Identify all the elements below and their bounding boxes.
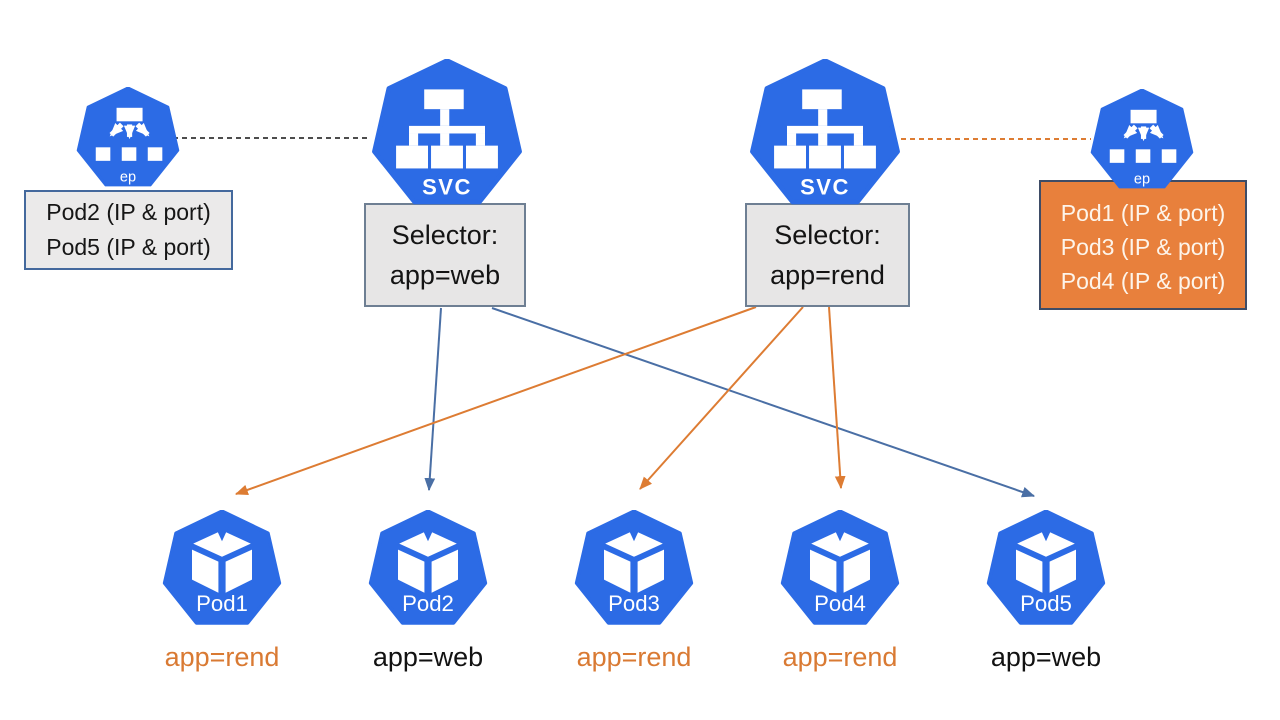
arrow-svcrend-to-pod3 (639, 306, 804, 490)
endpoint-entry: Pod4 (IP & port) (1060, 268, 1226, 294)
endpoints-list-right: Pod1 (IP & port) Pod3 (IP & port) Pod4 (… (1039, 180, 1247, 310)
pod-name: Pod3 (608, 591, 660, 616)
endpoints-label: ep (1134, 172, 1150, 188)
pod-hexagon-3: Pod3 (574, 510, 694, 625)
pod1-app-label: app=rend (164, 642, 280, 672)
endpoint-entry: Pod5 (IP & port) (46, 234, 211, 260)
endpoints-icon (1109, 109, 1177, 163)
pod-hexagon-1: Pod1 (162, 510, 282, 625)
pod4-app-label: app=rend (782, 642, 898, 672)
pod-hexagon-5: Pod5 (986, 510, 1106, 625)
service-label: SVC (422, 174, 472, 199)
selector-box-web: Selector: app=web (364, 203, 526, 307)
service-tree-icon (774, 89, 876, 169)
service-hexagon-web: SVC (372, 59, 522, 205)
selector-title: Selector: (391, 220, 499, 250)
service-hexagon-rend: SVC (750, 59, 900, 205)
endpoints-hexagon-left: ep (76, 87, 180, 187)
pod-name: Pod2 (402, 591, 454, 616)
pod-name: Pod5 (1020, 591, 1072, 616)
selector-value: app=web (389, 260, 501, 290)
pod2-app-label: app=web (372, 642, 484, 672)
endpoints-label: ep (120, 170, 136, 186)
endpoint-entry: Pod1 (IP & port) (1060, 200, 1226, 226)
arrow-svcweb-to-pod5 (491, 307, 1036, 498)
service-tree-icon (396, 89, 498, 169)
arrow-svcweb-to-pod2 (424, 307, 442, 492)
endpoints-icon (95, 107, 163, 161)
pod-name: Pod4 (814, 591, 866, 616)
selector-title: Selector: (774, 220, 881, 250)
pod-hexagon-2: Pod2 (368, 510, 488, 625)
endpoint-entry: Pod2 (IP & port) (46, 199, 211, 225)
pod3-app-label: app=rend (576, 642, 692, 672)
arrow-svcrend-to-pod1 (234, 306, 757, 496)
arrow-svcrend-to-pod4 (828, 306, 846, 490)
pod-hexagon-4: Pod4 (780, 510, 900, 625)
service-label: SVC (800, 174, 850, 199)
selector-value: app=rend (770, 260, 885, 290)
pod-name: Pod1 (196, 591, 248, 616)
endpoint-entry: Pod3 (IP & port) (1060, 234, 1226, 260)
endpoints-list-left: Pod2 (IP & port) Pod5 (IP & port) (24, 190, 233, 270)
endpoints-hexagon-right: ep (1090, 89, 1194, 189)
pod5-app-label: app=web (990, 642, 1102, 672)
selector-box-rend: Selector: app=rend (745, 203, 910, 307)
